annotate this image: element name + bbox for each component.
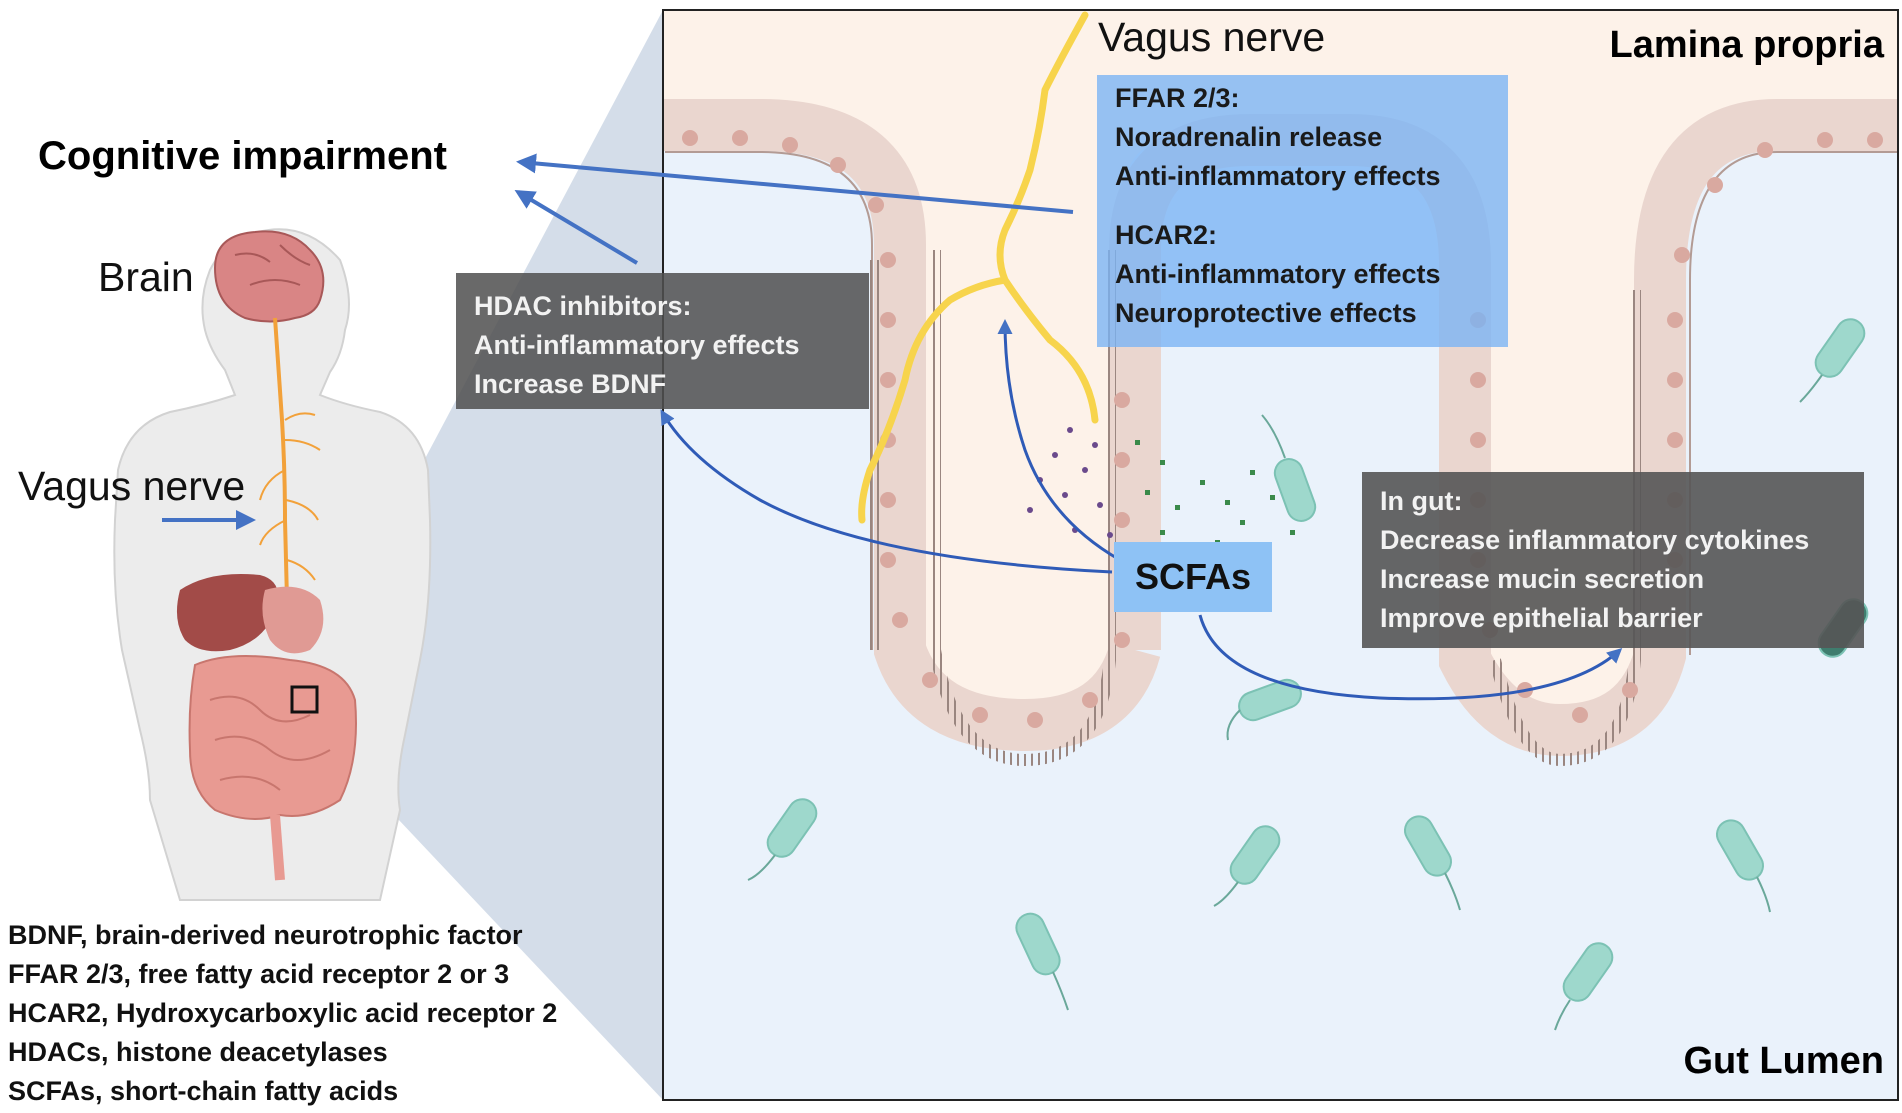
ffar-effect-anti-inflammatory: Anti-inflammatory effects	[1115, 161, 1441, 191]
stomach-icon	[262, 586, 324, 654]
scfa-arrows	[660, 319, 1623, 701]
ffar-hcar-box: FFAR 2/3: Noradrenalin release Anti-infl…	[1097, 75, 1508, 347]
gut-effect-mucin: Increase mucin secretion	[1380, 564, 1705, 594]
gut-effect-cytokines: Decrease inflammatory cytokines	[1380, 525, 1810, 555]
ffar-heading: FFAR 2/3:	[1115, 83, 1240, 113]
lamina-propria-label: Lamina propria	[1609, 24, 1885, 66]
hcar-effect-anti-inflammatory: Anti-inflammatory effects	[1115, 259, 1441, 289]
zoom-marker-box	[290, 685, 319, 714]
vagus-nerve-gut-label: Vagus nerve	[1098, 14, 1326, 60]
abbreviation-list: BDNF, brain-derived neurotrophic factor …	[8, 916, 557, 1111]
peripheral-nerves	[259, 412, 321, 581]
abbreviation-ffar: FFAR 2/3, free fatty acid receptor 2 or …	[8, 959, 510, 989]
hdac-effect-anti-inflammatory: Anti-inflammatory effects	[474, 330, 800, 360]
hdac-box: HDAC inhibitors: Anti-inflammatory effec…	[456, 273, 869, 409]
gut-lumen-label: Gut Lumen	[1683, 1040, 1884, 1082]
arrow-scfa-to-hdac	[660, 409, 1113, 574]
human-body-illustration	[113, 228, 432, 901]
arrow-scfa-to-gut-effects	[1198, 614, 1623, 701]
scfa-box: SCFAs	[1114, 542, 1272, 612]
intestines-icon	[188, 655, 357, 820]
gut-effect-barrier: Improve epithelial barrier	[1380, 603, 1703, 633]
microvilli-brush-border-right	[1489, 290, 1641, 767]
gut-heading: In gut:	[1380, 486, 1463, 516]
arrow-scfa-to-vagus	[997, 319, 1121, 562]
hcar-effect-neuroprotective: Neuroprotective effects	[1115, 298, 1417, 328]
gut-panel-border	[662, 9, 1899, 1101]
arrow-ffar-to-cognition	[516, 153, 1074, 214]
colon-tail	[270, 814, 285, 881]
cell-nuclei	[682, 130, 1883, 728]
villus-epithelium-left-border	[665, 151, 873, 650]
arrow-hdac-to-cognition	[514, 189, 639, 265]
page-title: Cognitive impairment	[38, 134, 447, 178]
gut-effects-box: In gut: Decrease inflammatory cytokines …	[1362, 472, 1864, 648]
vagus-nerve-fibers	[858, 11, 1099, 524]
abbreviation-hdacs: HDACs, histone deacetylases	[8, 1037, 388, 1067]
abbreviation-scfas: SCFAs, short-chain fatty acids	[8, 1076, 399, 1106]
villus-epithelium-left	[663, 99, 1161, 752]
hdac-heading: HDAC inhibitors:	[474, 291, 692, 321]
microvilli-brush-border	[929, 250, 1116, 767]
hdac-effect-bdnf: Increase BDNF	[474, 369, 667, 399]
abbreviation-bdnf: BDNF, brain-derived neurotrophic factor	[8, 920, 523, 950]
brain-label: Brain	[98, 254, 194, 300]
abbreviation-hcar2: HCAR2, Hydroxycarboxylic acid receptor 2	[8, 998, 558, 1028]
liver-icon	[176, 574, 279, 652]
arrows	[162, 153, 1074, 530]
hcar-heading: HCAR2:	[1115, 220, 1218, 250]
ffar-effect-noradrenalin: Noradrenalin release	[1115, 122, 1383, 152]
vagus-nerve-body-label: Vagus nerve	[18, 463, 246, 509]
